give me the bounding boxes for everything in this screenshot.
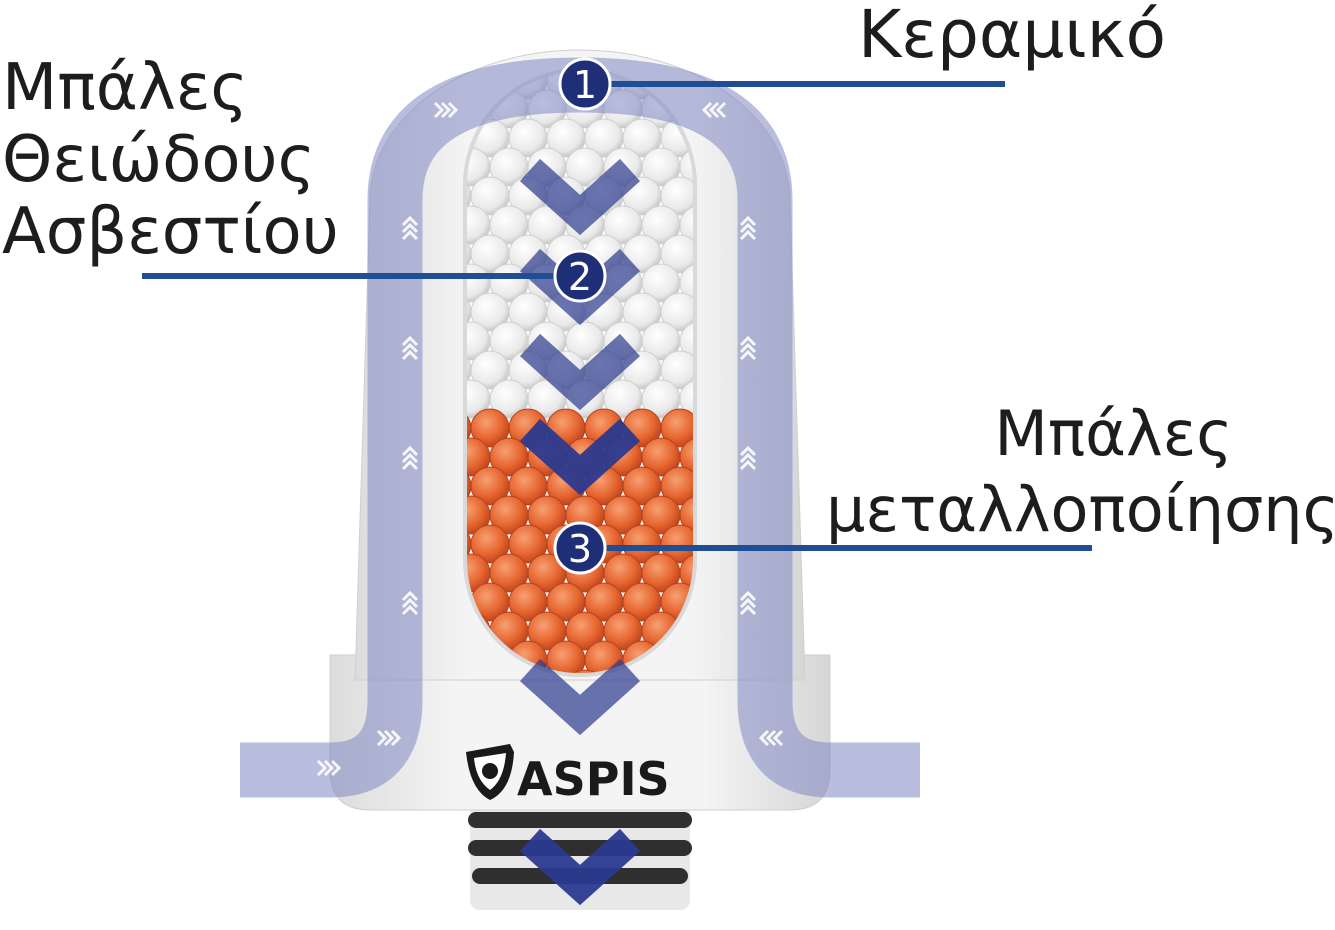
orange-ball bbox=[660, 524, 695, 564]
white-ball bbox=[679, 205, 695, 245]
orange-ball bbox=[660, 408, 695, 448]
label-ceramic-text: Κεραμικό bbox=[858, 0, 1166, 73]
flow-arrow-icon bbox=[739, 590, 757, 602]
flow-arrow-icons bbox=[316, 101, 784, 777]
flow-arrow-icon bbox=[440, 101, 452, 119]
flow-arrow-icon bbox=[401, 342, 419, 354]
flow-arrow-icon bbox=[739, 604, 757, 616]
flow-arrow-icon bbox=[739, 229, 757, 241]
chevron-down-icon bbox=[519, 658, 641, 736]
flow-arrow-icon bbox=[433, 101, 445, 119]
flow-arrow-icon bbox=[708, 101, 720, 119]
flow-arrow-icon bbox=[701, 101, 713, 119]
flow-arrow-icon bbox=[758, 729, 770, 747]
flow-arrow-icon bbox=[739, 597, 757, 609]
shield-logo-icon bbox=[466, 744, 514, 800]
white-ball bbox=[660, 176, 695, 216]
flow-arrow-icon bbox=[401, 349, 419, 361]
flow-arrow-icon bbox=[715, 101, 727, 119]
white-ball bbox=[679, 147, 695, 187]
label-calcium-line-2: Θειώδους bbox=[2, 123, 316, 197]
white-ball bbox=[660, 234, 695, 274]
orange-ball bbox=[565, 669, 605, 675]
flow-arrow-icon bbox=[739, 349, 757, 361]
marker-2-number: 2 bbox=[568, 255, 592, 299]
brand-name: ASPIS bbox=[517, 752, 670, 806]
orange-ball bbox=[679, 495, 695, 535]
white-ball bbox=[660, 292, 695, 332]
flow-arrow-icon bbox=[401, 590, 419, 602]
orange-ball bbox=[660, 466, 695, 506]
marker-3-number: 3 bbox=[568, 527, 592, 571]
flow-arrow-icon bbox=[401, 452, 419, 464]
marker-3: 3 bbox=[553, 521, 607, 575]
flow-arrow-icon bbox=[390, 729, 402, 747]
flow-arrow-icon bbox=[323, 759, 335, 777]
chevron-down-icon bbox=[519, 333, 641, 411]
flow-arrow-icon bbox=[739, 445, 757, 457]
white-ball bbox=[660, 350, 695, 390]
orange-ball bbox=[679, 553, 695, 593]
flow-arrow-icon bbox=[772, 729, 784, 747]
label-calcium-sulfite: Μπάλες Θειώδους Ασβεστίου bbox=[2, 52, 339, 268]
flow-arrow-icon bbox=[401, 229, 419, 241]
white-ball bbox=[679, 379, 695, 419]
label-calcium-line-1: Μπάλες bbox=[2, 51, 248, 125]
flow-arrow-icon bbox=[401, 604, 419, 616]
marker-2: 2 bbox=[553, 249, 607, 303]
flow-arrow-icon bbox=[447, 101, 459, 119]
flow-arrow-icon bbox=[739, 335, 757, 347]
flow-arrow-icon bbox=[316, 759, 328, 777]
flow-arrow-icon bbox=[330, 759, 342, 777]
chevron-down-icon bbox=[519, 828, 641, 906]
flow-arrow-icon bbox=[401, 597, 419, 609]
white-ball bbox=[679, 263, 695, 303]
label-metal-line-2: μεταλλοποίησης bbox=[826, 473, 1335, 546]
flow-arrow-icon bbox=[401, 215, 419, 227]
flow-arrow-icon bbox=[376, 729, 388, 747]
flow-arrow-icon bbox=[739, 452, 757, 464]
flow-arrow-icon bbox=[739, 222, 757, 234]
orange-ball bbox=[679, 437, 695, 477]
label-ceramic: Κεραμικό bbox=[858, 2, 1166, 68]
chevron-down-icon bbox=[519, 158, 641, 236]
flow-arrow-icon bbox=[401, 222, 419, 234]
brand-logo: ASPIS bbox=[466, 744, 670, 806]
flow-arrow-icon bbox=[739, 215, 757, 227]
marker-1: 1 bbox=[558, 57, 612, 111]
flow-arrow-icon bbox=[739, 342, 757, 354]
flow-arrow-icon bbox=[401, 335, 419, 347]
flow-arrow-icon bbox=[401, 459, 419, 471]
white-ball bbox=[679, 321, 695, 361]
marker-1-number: 1 bbox=[573, 63, 597, 107]
flow-arrow-icon bbox=[383, 729, 395, 747]
flow-arrow-icon bbox=[765, 729, 777, 747]
flow-arrow-icon bbox=[401, 445, 419, 457]
down-flow-chevrons bbox=[519, 158, 641, 906]
flow-arrow-icon bbox=[739, 459, 757, 471]
label-calcium-line-3: Ασβεστίου bbox=[2, 195, 339, 269]
callout-lines bbox=[142, 81, 1092, 551]
label-mineralization: Μπάλες μεταλλοποίησης bbox=[826, 396, 1335, 548]
label-metal-line-1: Μπάλες bbox=[994, 397, 1233, 470]
chevron-down-icon bbox=[519, 418, 641, 496]
